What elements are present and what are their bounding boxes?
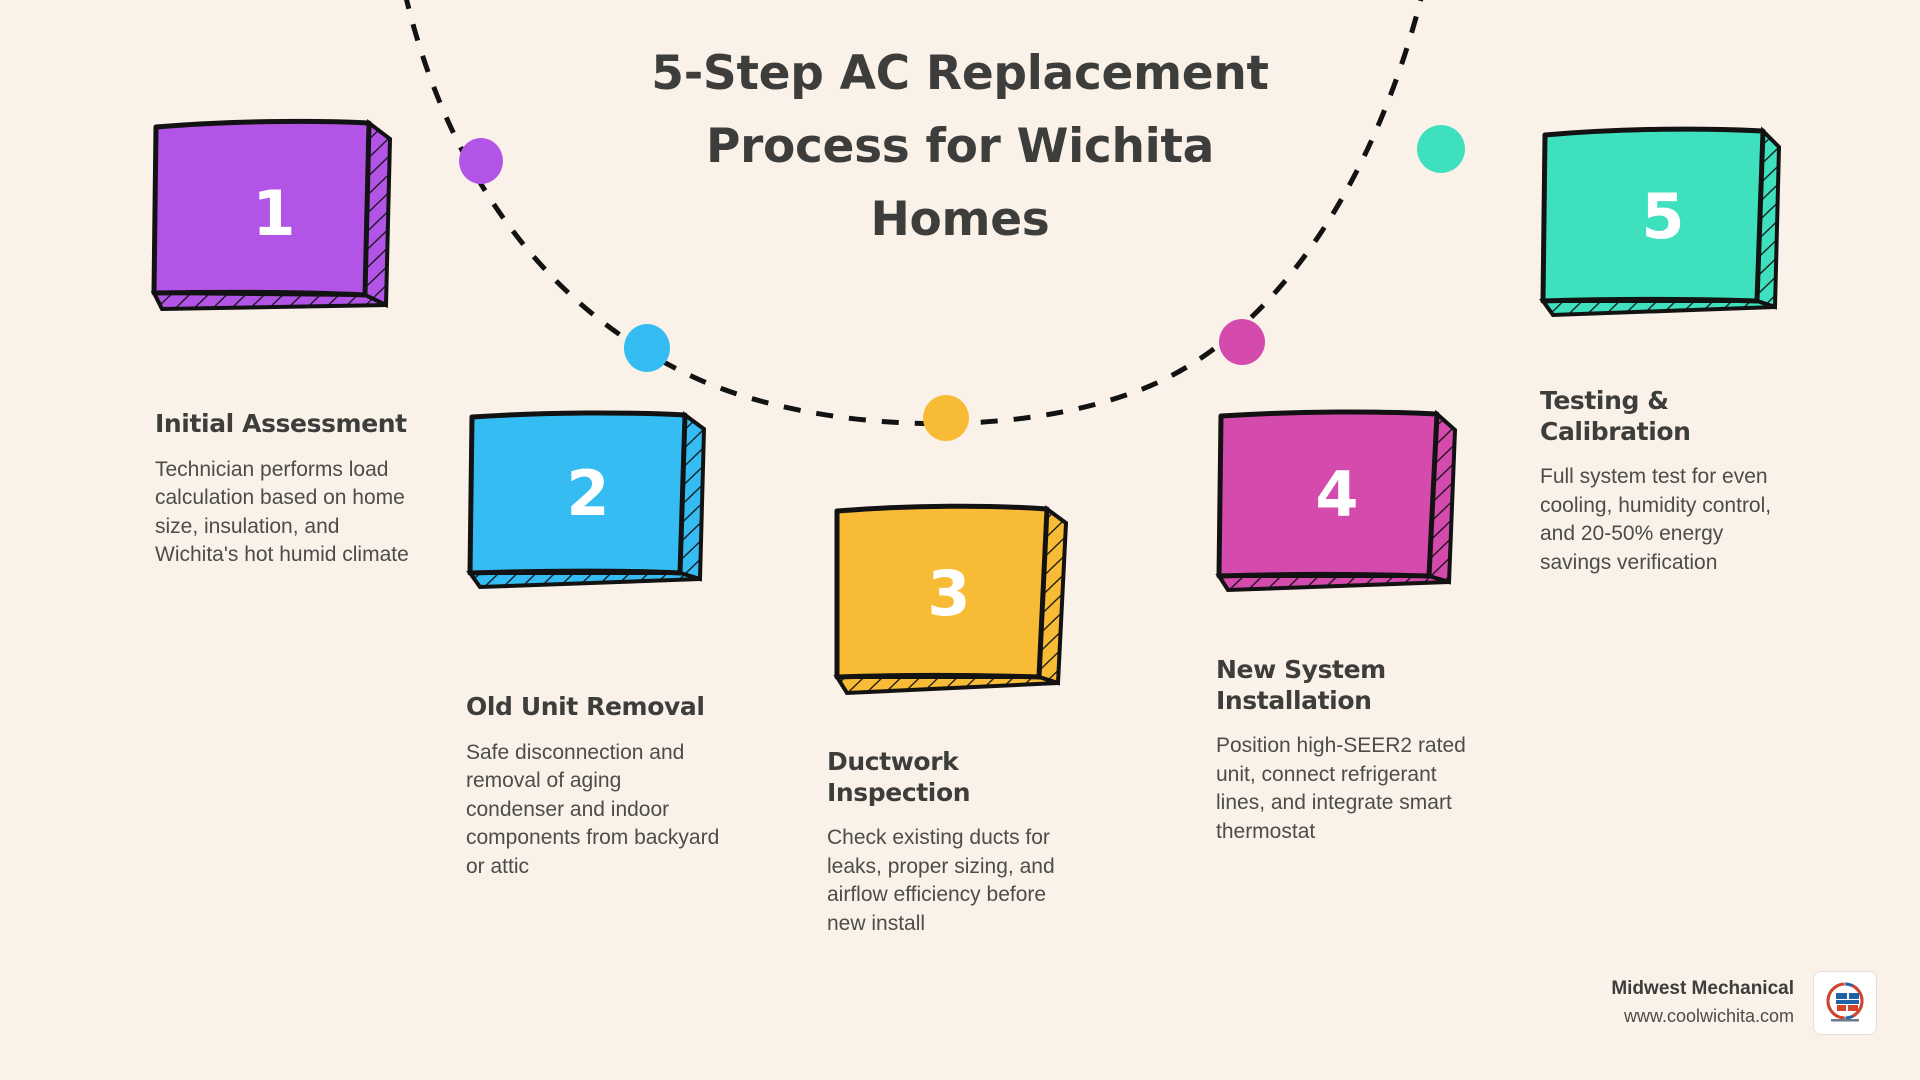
step-card-3[interactable]: 3 [825,497,1075,697]
curve-dot-3 [923,395,969,441]
step-text-3: Ductwork Inspection Check existing ducts… [827,747,1085,938]
brand-text: Midwest Mechanical www.coolwichita.com [1611,976,1794,1030]
company-logo-icon [1814,972,1876,1034]
title-line-3: Homes [870,191,1050,247]
step-description-2: Safe disconnection and removal of aging … [466,740,720,878]
step-text-2: Old Unit Removal Safe disconnection and … [466,692,724,881]
page-title: 5-Step AC Replacement Process for Wichit… [640,38,1280,257]
step-heading-3: Ductwork Inspection [827,747,971,807]
brand-name: Midwest Mechanical [1611,978,1794,1000]
curve-dot-2 [624,324,670,372]
curve-dot-1 [459,138,503,184]
step-card-2[interactable]: 2 [464,407,714,607]
step-card-5[interactable]: 5 [1539,125,1789,325]
step-heading-1: Initial Assessment [155,409,407,438]
step-heading-4: New System Installation [1216,655,1386,715]
step-text-5: Testing & Calibration Full system test f… [1540,386,1798,577]
step-heading-5: Testing & Calibration [1540,386,1691,446]
step-text-4: New System Installation Position high-SE… [1216,655,1474,846]
step-description-3: Check existing ducts for leaks, proper s… [827,826,1055,935]
brand-footer: Midwest Mechanical www.coolwichita.com [1611,972,1876,1034]
curve-dot-5 [1417,125,1465,173]
step-description-5: Full system test for even cooling, humid… [1540,465,1772,574]
title-line-2: Process for Wichita [705,118,1215,174]
step-description-4: Position high-SEER2 rated unit, connect … [1216,734,1466,843]
step-card-4[interactable]: 4 [1213,406,1463,606]
step-text-1: Initial Assessment Technician performs l… [155,409,413,570]
step-card-1[interactable]: 1 [150,115,400,315]
brand-url[interactable]: www.coolwichita.com [1623,1005,1794,1026]
step-heading-2: Old Unit Removal [466,692,705,721]
title-line-1: 5-Step AC Replacement [651,46,1269,101]
curve-dot-4 [1219,319,1265,365]
step-description-1: Technician performs load calculation bas… [155,457,409,567]
